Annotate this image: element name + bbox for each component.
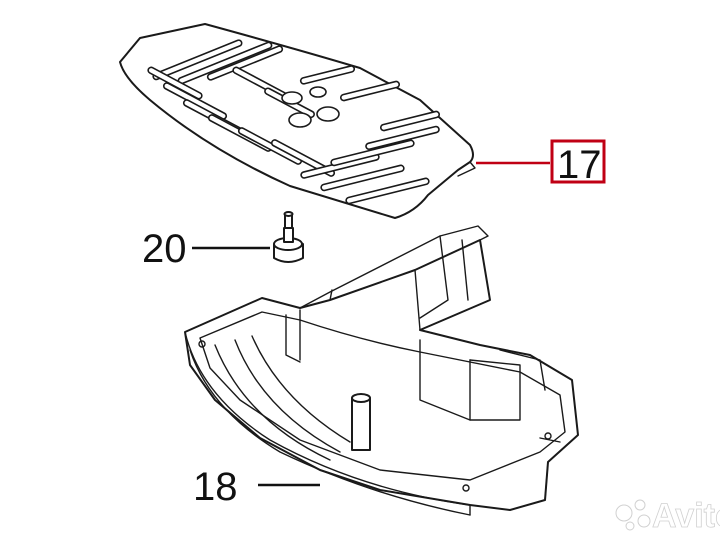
avito-watermark: Avito	[615, 497, 720, 535]
grille-holes	[281, 86, 340, 128]
avito-logo-icon	[615, 499, 651, 531]
tray-grille-part	[119, 23, 476, 219]
callout-label-20: 20	[142, 227, 187, 271]
callout-label-18: 18	[193, 465, 238, 509]
drip-tray-part	[184, 225, 579, 516]
callout-label-17: 17	[557, 143, 602, 187]
grille-slots	[147, 39, 440, 205]
fitting-part	[273, 211, 304, 263]
callout-17-highlight-box	[550, 139, 606, 184]
avito-watermark-text: Avito	[652, 497, 720, 535]
